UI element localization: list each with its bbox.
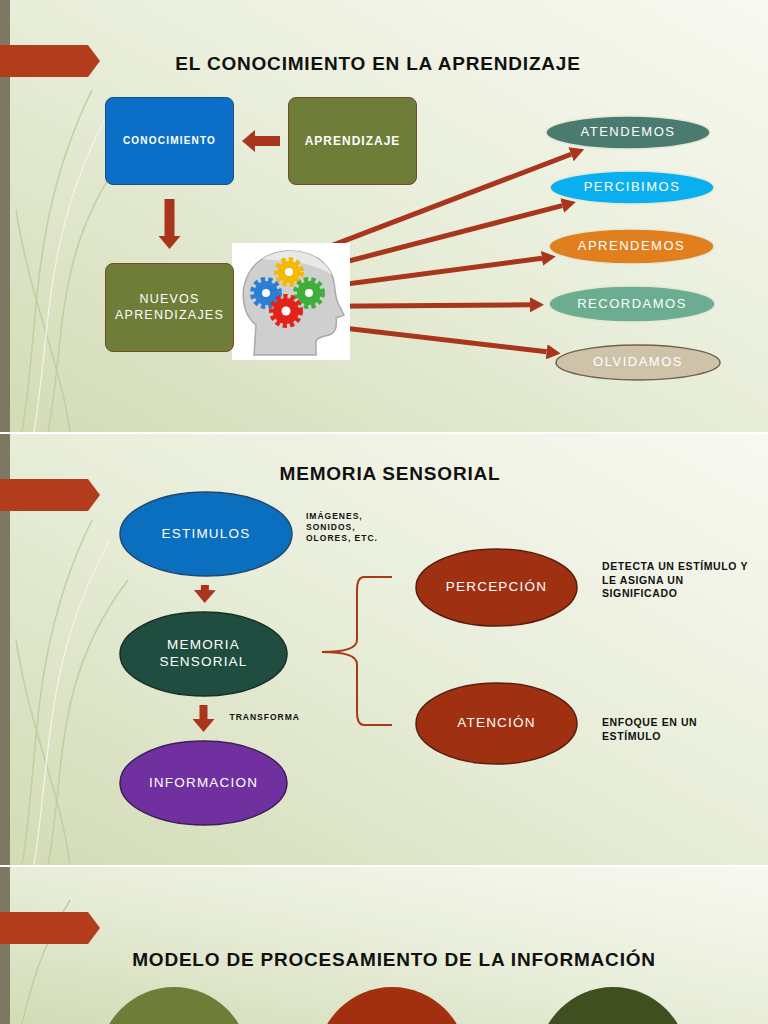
action-ellipse: PERCIBIMOS xyxy=(549,170,715,205)
note-text: IMÁGENES, SONIDOS, OLORES, ETC. xyxy=(306,511,388,544)
node-text: PERCEPCIÓN xyxy=(446,579,547,596)
note-text: DETECTA UN ESTÍMULO Y LE ASIGNA UN SIGNI… xyxy=(602,560,752,601)
action-ellipse: RECORDAMOS xyxy=(548,285,716,323)
decor-curves xyxy=(16,90,128,1024)
slide-panel xyxy=(0,434,768,865)
flow-arrow xyxy=(234,258,542,299)
slide-title: MEMORIA SENSORIAL xyxy=(90,462,690,487)
process-circle xyxy=(317,987,467,1024)
concept-box: NUEVOS APRENDIZAJES xyxy=(105,263,234,352)
node-text: RECORDAMOS xyxy=(577,296,687,312)
process-ellipse: MEMORIA SENSORIAL xyxy=(119,611,288,697)
ellipse-shape xyxy=(416,683,577,764)
side-bar xyxy=(0,867,10,1024)
ellipse-shape xyxy=(556,345,720,380)
process-ellipse: PERCEPCIÓN xyxy=(415,548,578,627)
node-text: APRENDEMOS xyxy=(578,238,685,254)
process-circle xyxy=(99,987,249,1024)
flow-arrow xyxy=(255,136,280,146)
action-ellipse: OLVIDAMOS xyxy=(555,344,721,381)
flow-arrow xyxy=(234,315,547,352)
ellipse-shape xyxy=(416,549,577,626)
node-text: APRENDIZAJE xyxy=(305,134,401,149)
ellipse-shape xyxy=(549,286,715,322)
node-text: CONOCIMIENTO xyxy=(123,135,216,148)
ellipse-shape xyxy=(546,116,710,149)
concept-box: CONOCIMIENTO xyxy=(105,97,234,185)
edge-label: TRANSFORMA xyxy=(230,712,300,723)
flow-arrow xyxy=(201,585,209,590)
node-text: INFORMACION xyxy=(149,775,258,792)
note-text: ENFOQUE EN UN ESTÍMULO xyxy=(602,716,714,743)
grouping-brace xyxy=(322,577,392,725)
node-text: ATENCIÓN xyxy=(457,715,535,732)
head-gears-illustration xyxy=(232,243,350,360)
slide-tab xyxy=(0,479,100,511)
ellipse-shape xyxy=(120,492,292,576)
ellipse-shape xyxy=(550,171,714,204)
slide-tab xyxy=(0,45,100,77)
process-ellipse: INFORMACION xyxy=(119,740,288,826)
process-circle xyxy=(538,987,688,1024)
action-ellipse: ATENDEMOS xyxy=(545,115,711,150)
slide-title: EL CONOCIMIENTO EN LA APRENDIZAJE xyxy=(78,52,678,77)
node-text: NUEVOS APRENDIZAJES xyxy=(112,292,227,323)
action-ellipse: APRENDEMOS xyxy=(548,228,715,265)
process-ellipse: ESTIMULOS xyxy=(119,491,293,577)
node-text: OLVIDAMOS xyxy=(593,354,683,370)
ellipse-shape xyxy=(120,612,287,696)
process-ellipse: ATENCIÓN xyxy=(415,682,578,765)
node-text: PERCIBIMOS xyxy=(584,179,681,195)
ellipse-shape xyxy=(549,229,714,264)
node-text: MEMORIA SENSORIAL xyxy=(143,637,264,671)
flow-arrow xyxy=(234,305,530,307)
concept-box: APRENDIZAJE xyxy=(288,97,417,185)
slide-panel xyxy=(0,0,768,432)
node-text: ESTIMULOS xyxy=(162,526,251,543)
flow-arrow xyxy=(165,199,175,236)
ellipse-shape xyxy=(120,741,287,825)
flow-arrow xyxy=(200,705,208,719)
node-text: ATENDEMOS xyxy=(581,124,676,140)
slide-title: MODELO DE PROCESAMIENTO DE LA INFORMACIÓ… xyxy=(74,948,714,973)
slide-tab xyxy=(0,912,100,944)
